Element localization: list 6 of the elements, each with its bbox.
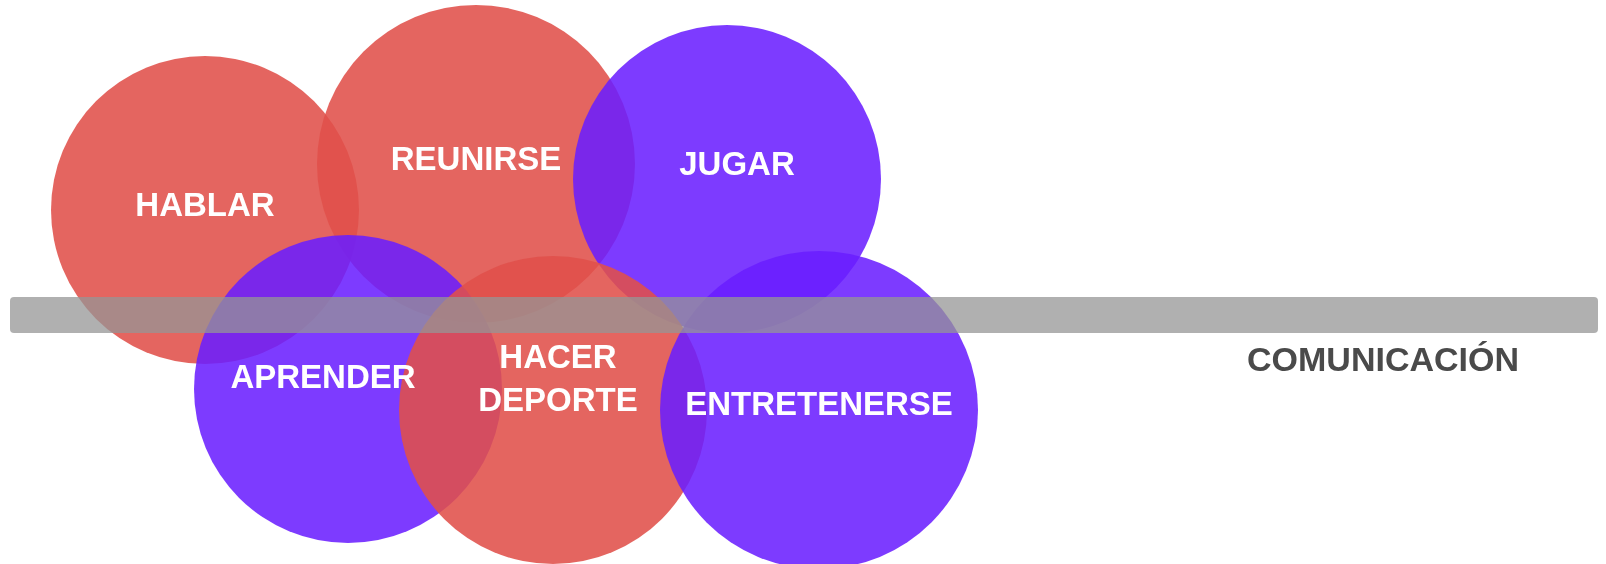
circle-label: JUGAR	[679, 143, 795, 184]
circle-label: REUNIRSE	[390, 138, 562, 179]
circle-label: HABLAR	[135, 184, 275, 225]
circle-label: HACER DEPORTE	[478, 337, 638, 420]
circle-label: ENTRETENERSE	[685, 383, 953, 424]
band-label: COMUNICACIÓN	[1247, 339, 1519, 379]
